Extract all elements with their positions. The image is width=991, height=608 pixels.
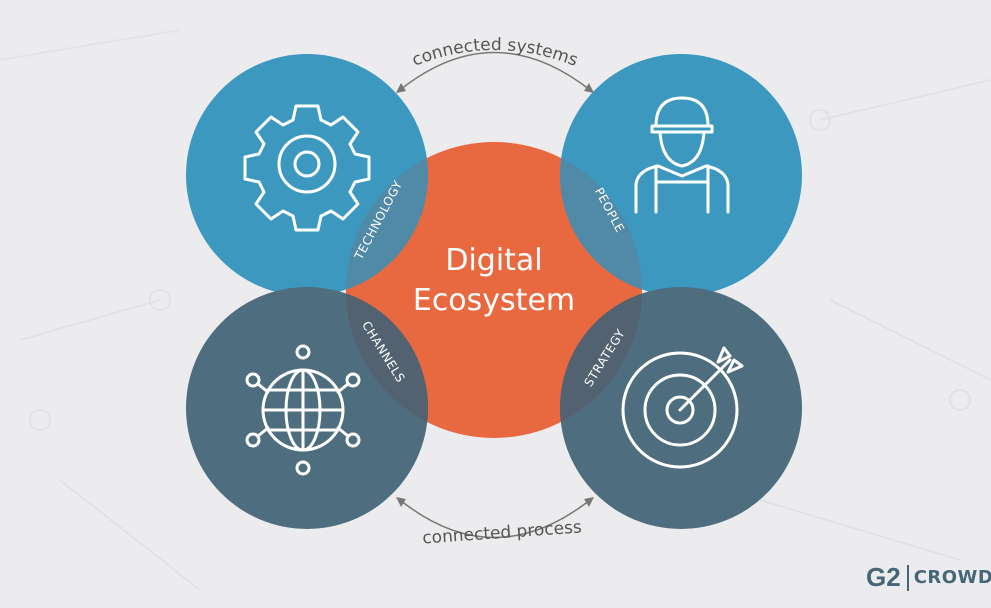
center-title-line2: Ecosystem [413, 283, 575, 318]
logo-text: CROWD [913, 567, 991, 588]
gear-icon [243, 104, 371, 232]
g2-crowd-logo: G2 CROWD [866, 562, 991, 593]
connector-arrows [399, 51, 591, 539]
background-network [0, 29, 991, 591]
worker-icon [634, 96, 730, 214]
globe-network-icon [245, 344, 361, 476]
center-title-line1: Digital [445, 243, 542, 278]
logo-mark: G2 [866, 562, 901, 592]
arrowheads [396, 83, 594, 507]
logo-divider [906, 564, 909, 591]
target-icon [621, 346, 744, 469]
connected-process-label: connected process [422, 517, 583, 548]
connected-systems-label: connected systems [409, 35, 580, 71]
